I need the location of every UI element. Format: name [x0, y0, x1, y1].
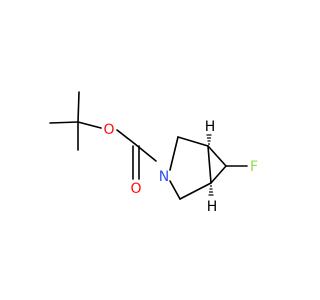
atom-hydrogen-bottom: H: [207, 199, 218, 215]
bond-ch2-upper-bridgehead: [177, 136, 209, 147]
atom-oxygen-ester: O: [103, 122, 114, 138]
bond-bridgehead-upper-cf: [207, 145, 227, 167]
bond-oxygen-carbonyl-carbon: [116, 129, 136, 145]
atom-nitrogen: N: [159, 169, 169, 185]
bond-tbu-methyl-top: [77, 91, 80, 123]
atom-oxygen-carbonyl: O: [130, 181, 141, 197]
hashed-wedge-bottom: [208, 185, 214, 196]
bond-ch2-lower-bridgehead: [179, 182, 212, 200]
bond-bridgehead-lower-cf: [210, 165, 227, 184]
atom-fluorine: F: [250, 159, 258, 175]
bond-nitrogen-ch2-upper: [169, 136, 179, 171]
hashed-wedge-top: [206, 134, 212, 145]
bond-carbonyl-nitrogen: [134, 143, 157, 162]
bond-nitrogen-ch2-lower: [169, 180, 181, 200]
atom-hydrogen-top: H: [205, 119, 216, 135]
bond-tbu-methyl-left: [49, 121, 79, 124]
bond-bridgehead-bridgehead: [207, 145, 212, 184]
structure-diagram: O O N F H H: [49, 91, 258, 215]
bond-tbu-oxygen: [77, 121, 102, 129]
molecule-canvas: O O N F H H: [49, 91, 259, 215]
